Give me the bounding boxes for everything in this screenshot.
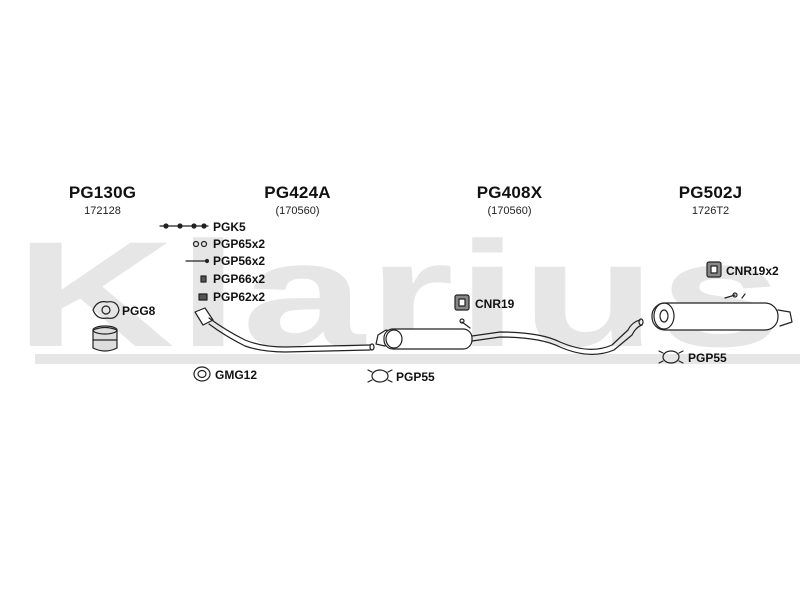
- rubber-mount-icon: [92, 325, 118, 352]
- rear-silencer-icon: [651, 292, 793, 331]
- clamp-icon: [367, 369, 393, 383]
- watermark-text: Klarius: [15, 210, 785, 378]
- clamp-icon: [192, 240, 208, 248]
- part-code: PG502J: [678, 183, 743, 202]
- label-cnr19x2: CNR19x2: [726, 264, 779, 278]
- gasket-ring-icon: [193, 366, 211, 382]
- part-pg408x: PG408X (170560): [462, 183, 557, 217]
- label-pgp66x2: PGP66x2: [213, 272, 266, 286]
- front-pipe-icon: [194, 307, 375, 353]
- label-cnr19: CNR19: [475, 297, 515, 311]
- part-pg424a: PG424A (170560): [250, 183, 345, 217]
- part-pg130g: PG130G 172128: [55, 183, 150, 217]
- clamp-icon: [658, 350, 684, 364]
- label-pgg8: PGG8: [122, 304, 156, 318]
- part-ref: 1726T2: [691, 205, 730, 217]
- part-code: PG424A: [264, 183, 331, 202]
- part-code: PG408X: [476, 183, 543, 202]
- part-ref: (170560): [275, 205, 320, 217]
- label-pgp62x2: PGP62x2: [213, 290, 266, 304]
- label-pgp56x2: PGP56x2: [213, 254, 266, 268]
- part-ref: (170560): [487, 205, 532, 217]
- part-pg502j: PG502J 1726T2: [663, 183, 758, 217]
- label-pgp55-mid: PGP55: [396, 370, 435, 384]
- bolt-icon: [185, 258, 210, 264]
- mounting-rubber-icon: [706, 261, 722, 278]
- label-pgk5: PGK5: [213, 220, 246, 234]
- label-pgp65x2: PGP65x2: [213, 237, 266, 251]
- bolt-kit-icon: [159, 223, 209, 229]
- gasket-icon: [92, 301, 120, 319]
- part-ref: 172128: [84, 205, 121, 217]
- washer-icon: [198, 293, 208, 301]
- label-gmg12: GMG12: [215, 368, 258, 382]
- centre-silencer-icon: [375, 318, 644, 355]
- nut-icon: [200, 275, 207, 283]
- watermark-underline: [35, 354, 800, 364]
- mounting-rubber-icon: [454, 294, 470, 311]
- part-code: PG130G: [68, 183, 137, 202]
- label-pgp55-rear: PGP55: [688, 351, 727, 365]
